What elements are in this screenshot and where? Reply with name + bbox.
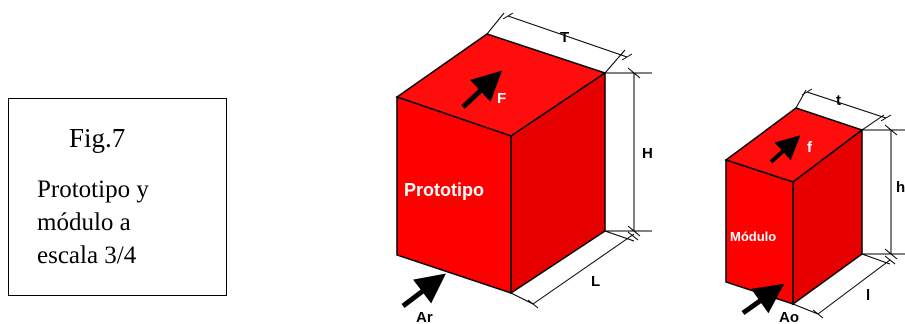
module-dim-l-label: l [866,287,870,304]
prototype-air-label: Ar [416,309,433,324]
module-dim-h-label: h [896,179,905,196]
module-air-label: Ao [779,309,799,324]
caption-line: escala 3/4 [37,242,137,269]
prototype-air-arrow [401,273,446,308]
module-air-arrow [741,283,785,316]
module-dim-t-label: t [836,92,841,109]
caption-line: módulo a [37,209,131,236]
figure-number: Fig.7 [69,123,126,153]
module-dim-t [795,88,892,131]
prototype-box [395,33,607,295]
caption-box: Fig.7 Prototipo y módulo a escala 3/4 [8,98,227,296]
caption-line: Prototipo y [37,176,149,203]
prototype-dim-l-label: L [591,273,600,290]
module-box [724,107,864,306]
prototype-force-arrow [461,70,503,109]
caption-text: Prototipo y módulo a escala 3/4 [37,173,149,272]
prototype-dim-h-label: H [642,145,653,162]
prototype-face-label: Prototipo [404,180,484,200]
module-force-arrow [769,135,801,164]
module-face-label: Módulo [730,229,776,244]
module-dim-l [792,253,896,319]
module-dim-h [862,124,905,260]
prototype-dim-t-label: T [560,29,569,46]
prototype-dim-l [510,230,639,309]
prototype-dim-h [605,67,652,237]
module-force-label: f [807,139,813,156]
prototype-force-label: F [497,90,506,107]
prototype-dim-t [486,12,633,74]
